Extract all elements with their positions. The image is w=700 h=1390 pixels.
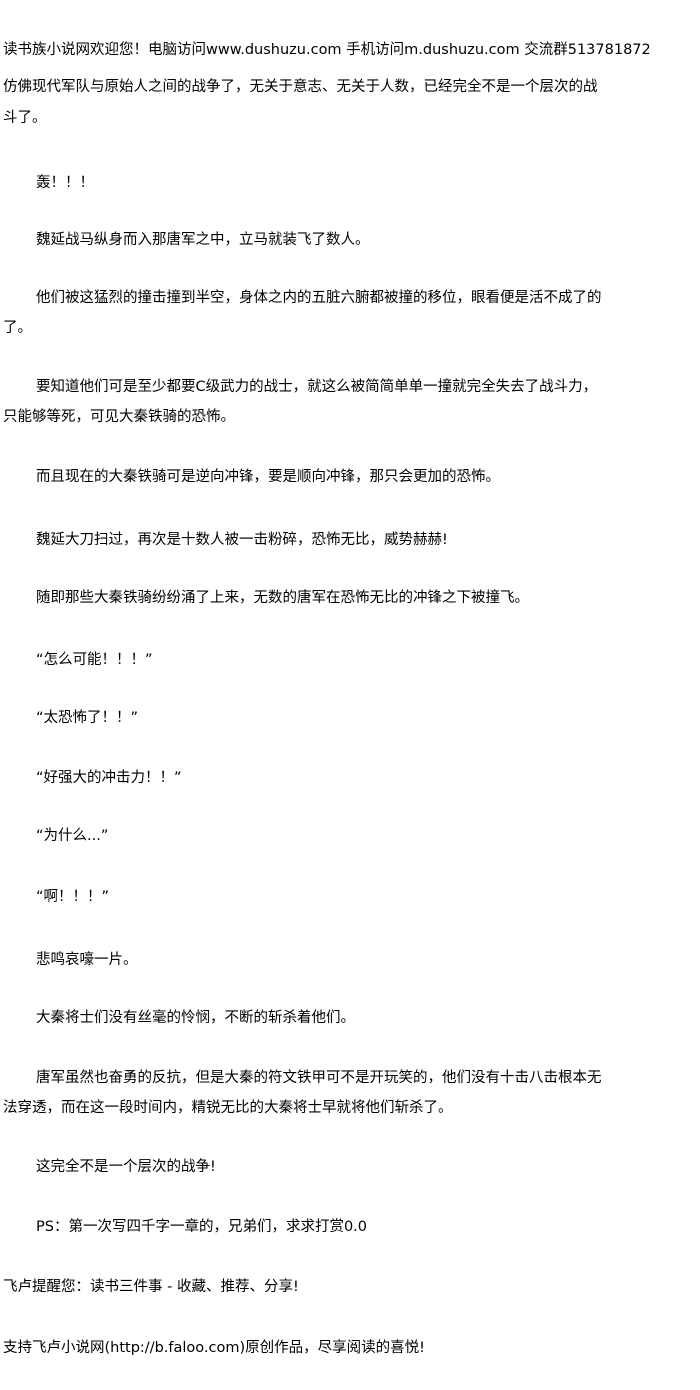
paragraph-2: 轰！！！ [36,175,94,191]
paragraph-4-line-1: 他们被这猛烈的撞击撞到半空，身体之内的五脏六腑都被撞的移位，眼看便是活不成了的 [36,290,602,306]
paragraph-15: 大秦将士们没有丝毫的怜悯，不断的斩杀着他们。 [36,1010,355,1026]
paragraph-ps: PS：第一次写四千字一章的，兄弟们，求求打赏0.0 [36,1219,368,1235]
paragraph-5-line-2: 只能够等死，可见大秦铁骑的恐怖。 [3,409,235,425]
paragraph-1-line-2: 斗了。 [3,110,47,126]
paragraph-14: 悲鸣哀嚎一片。 [36,952,138,968]
paragraph-3: 魏延战马纵身而入那唐军之中，立马就装飞了数人。 [36,232,370,248]
paragraph-12: “为什么...” [36,828,109,844]
paragraph-1-line-1: 仿佛现代军队与原始人之间的战争了，无关于意志、无关于人数，已经完全不是一个层次的… [3,79,598,95]
site-header: 读书族小说网欢迎您！电脑访问www.dushuzu.com 手机访问m.dush… [3,42,651,58]
paragraph-4-line-2: 了。 [3,320,32,336]
paragraph-8: 随即那些大秦铁骑纷纷涌了上来，无数的唐军在恐怖无比的冲锋之下被撞飞。 [36,590,529,606]
paragraph-7: 魏延大刀扫过，再次是十数人被一击粉碎，恐怖无比，威势赫赫! [36,532,448,548]
paragraph-10: “太恐怖了！！” [36,710,139,726]
paragraph-17: 这完全不是一个层次的战争! [36,1159,216,1175]
paragraph-6: 而且现在的大秦铁骑可是逆向冲锋，要是顺向冲锋，那只会更加的恐怖。 [36,469,500,485]
paragraph-11: “好强大的冲击力！！” [36,770,182,786]
paragraph-16-line-1: 唐军虽然也奋勇的反抗，但是大秦的符文铁甲可不是开玩笑的，他们没有十击八击根本无 [36,1070,602,1086]
paragraph-16-line-2: 法穿透，而在这一段时间内，精锐无比的大秦将士早就将他们斩杀了。 [3,1100,453,1116]
footer-reminder: 飞卢提醒您：读书三件事 - 收藏、推荐、分享! [3,1279,299,1295]
paragraph-13: “啊！！！” [36,889,110,905]
paragraph-9: “怎么可能！！！” [36,652,153,668]
footer-support: 支持飞卢小说网(http://b.faloo.com)原创作品，尽享阅读的喜悦! [3,1340,425,1356]
paragraph-5-line-1: 要知道他们可是至少都要C级武力的战士，就这么被简简单单一撞就完全失去了战斗力， [36,379,598,395]
